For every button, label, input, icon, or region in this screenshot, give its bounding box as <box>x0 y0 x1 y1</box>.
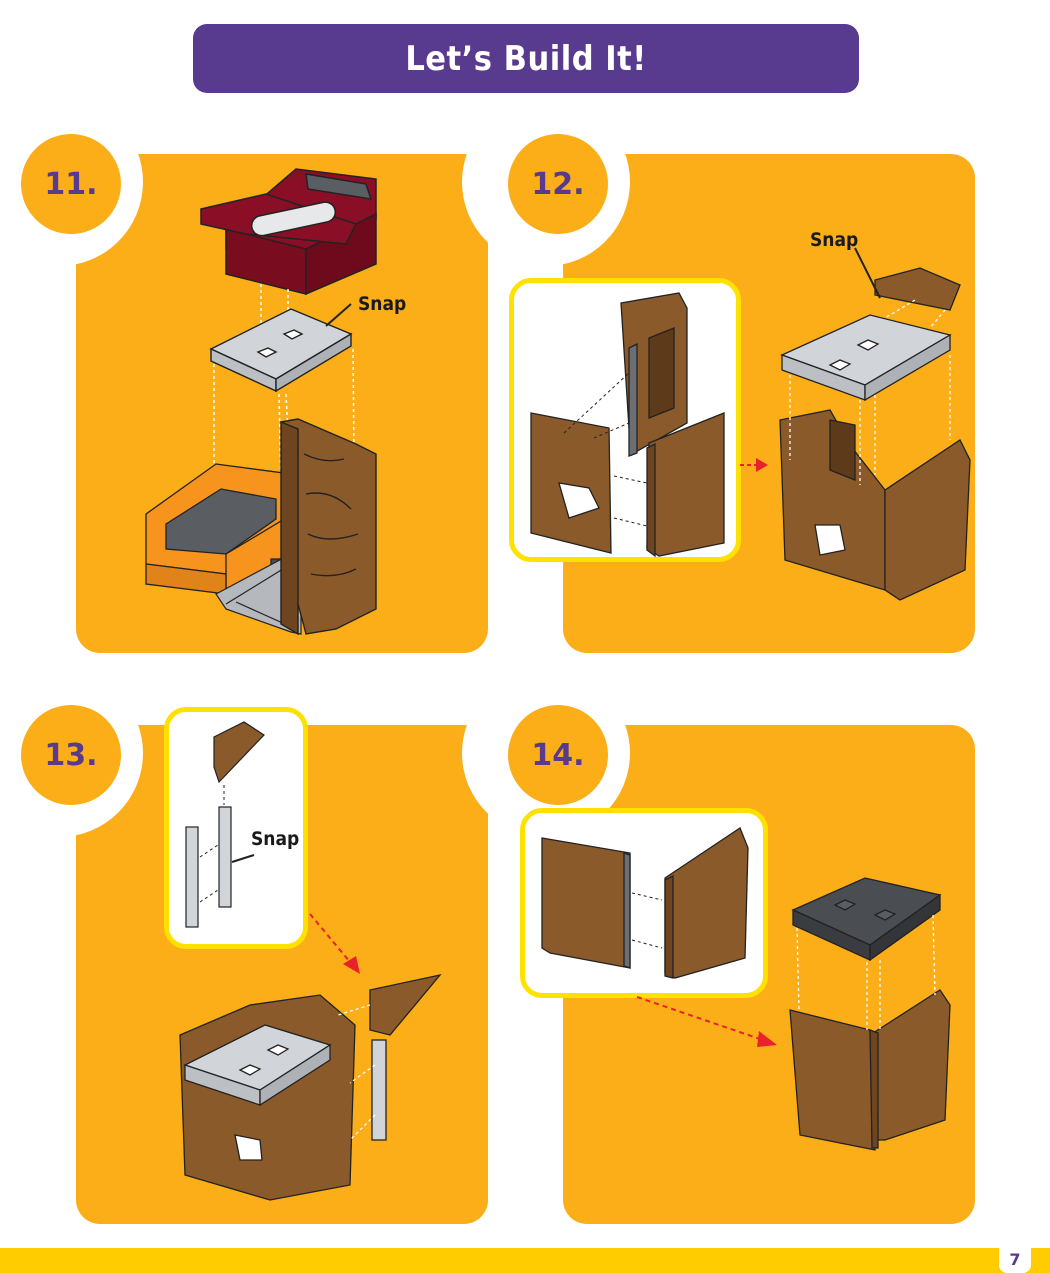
step-13-number-badge: 13. <box>21 705 121 805</box>
page-number-tab: 7 <box>999 1245 1031 1273</box>
footer-band <box>0 1248 1050 1273</box>
step-13-number: 13. <box>44 737 98 773</box>
step-11-number-badge: 11. <box>21 134 121 234</box>
step-12-number-badge: 12. <box>508 134 608 234</box>
step-11-illustration: Snap <box>145 168 406 636</box>
step-12-main-illustration <box>779 247 971 601</box>
step-12-inset-illustration <box>530 292 725 558</box>
step-14-number-badge: 14. <box>508 705 608 805</box>
step-14-inset-illustration <box>541 827 749 979</box>
rock-wall-part-icon <box>280 418 377 636</box>
page-title: Let’s Build It! <box>405 38 647 79</box>
step-13-main-illustration <box>179 973 442 1201</box>
page-number: 7 <box>1009 1249 1021 1269</box>
step-13-inset-illustration <box>185 721 265 928</box>
gray-plate-part-icon <box>209 308 353 393</box>
step-14-red-arrow <box>636 996 777 1047</box>
step-14-number: 14. <box>531 737 585 773</box>
red-head-part-icon <box>200 168 377 296</box>
step-12-number: 12. <box>531 166 585 202</box>
step-13-snap-label: Snap <box>251 828 300 850</box>
step-12-red-arrow <box>740 458 768 472</box>
page-title-banner: Let’s Build It! <box>193 24 859 93</box>
step-11-snap-label: Snap <box>358 293 406 315</box>
step-13-red-arrow <box>309 913 360 974</box>
step-12-snap-label: Snap <box>810 229 859 251</box>
orange-tray-part-icon <box>145 463 302 596</box>
step-11-number: 11. <box>44 166 98 202</box>
step-14-main-illustration <box>789 877 951 1151</box>
